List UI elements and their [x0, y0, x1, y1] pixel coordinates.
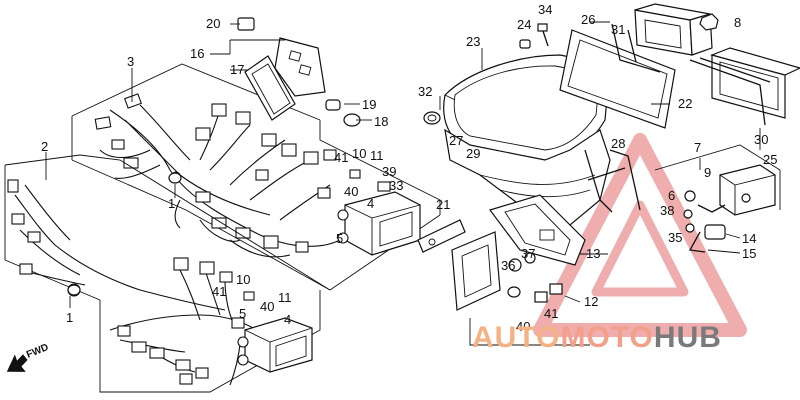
watermark-logo: AUTOMOTOHUB [472, 321, 722, 354]
forward-direction-indicator: FWD [6, 342, 50, 372]
parts-6-35-38 [683, 190, 726, 233]
callout-7: 7 [694, 140, 701, 155]
tail-lamp-housing-26 [634, 3, 713, 56]
callout-38: 38 [660, 203, 674, 218]
callout-33: 33 [389, 178, 403, 193]
callout-32: 32 [418, 84, 432, 99]
grommets-part1 [67, 172, 182, 296]
callout-17: 17 [230, 62, 244, 77]
switch-14 [688, 224, 726, 253]
callout-9: 9 [704, 165, 711, 180]
stay-28 [584, 149, 641, 213]
callout-3: 3 [127, 54, 134, 69]
callout-30: 30 [754, 132, 768, 147]
callout-12: 12 [584, 294, 598, 309]
bracket-assembly-16 [237, 17, 326, 121]
callout-10: 10 [352, 146, 366, 161]
callout-18: 18 [374, 114, 388, 129]
watermark-triangle [533, 133, 747, 337]
watermark-word-3: HUB [654, 321, 722, 354]
callout-31: 31 [611, 22, 625, 37]
bracket-31 [611, 23, 661, 73]
license-bracket-12 [451, 231, 501, 311]
mudguard-13 [489, 194, 586, 266]
callout-37: 37 [521, 246, 535, 261]
callout-36: 36 [501, 258, 515, 273]
callout-15: 15 [742, 246, 756, 261]
leader-lines [45, 21, 761, 308]
callout-41: 41 [544, 306, 558, 321]
callout-23: 23 [466, 34, 480, 49]
callout-40: 40 [516, 319, 530, 334]
harness-panel-lower [4, 154, 331, 393]
callout-5: 5 [239, 306, 246, 321]
callout-24: 24 [517, 17, 531, 32]
callout-41: 41 [334, 150, 348, 165]
callout-labels: 1 1 2 3 4 4 5 5 6 7 8 9 10 10 11 11 12 1… [41, 2, 777, 334]
control-module-upper [337, 169, 421, 256]
svg-text:AUTOMOTOHUB: AUTOMOTOHUB [472, 321, 722, 354]
watermark-word-2: MOTO [560, 321, 653, 354]
control-module-lower [237, 317, 313, 373]
callout-40: 40 [260, 299, 274, 314]
nut-8 [699, 13, 719, 31]
callout-19: 19 [362, 97, 376, 112]
callout-26: 26 [581, 12, 595, 27]
callout-6: 6 [668, 188, 675, 203]
callout-2: 2 [41, 139, 48, 154]
relay-box-7 [654, 144, 781, 216]
callout-40: 40 [344, 184, 358, 199]
callout-20: 20 [206, 16, 220, 31]
callout-8: 8 [734, 15, 741, 30]
callout-4: 4 [367, 196, 374, 211]
callout-5: 5 [336, 231, 343, 246]
wire-harness-lower [14, 184, 266, 386]
callout-25: 25 [763, 152, 777, 167]
connectors-upper [94, 93, 337, 253]
grommet-32 [423, 111, 441, 125]
callout-27: 27 [449, 133, 463, 148]
callout-35: 35 [668, 230, 682, 245]
callout-4: 4 [284, 312, 291, 327]
license-lamp-30 [689, 47, 800, 126]
bolt-24-34 [519, 23, 549, 49]
bracket-21 [417, 219, 466, 253]
callout-22: 22 [678, 96, 692, 111]
callout-10: 10 [236, 272, 250, 287]
callout-39: 39 [382, 164, 396, 179]
callout-1: 1 [168, 196, 175, 211]
watermark-word-1: AUTO [472, 321, 560, 354]
callout-34: 34 [538, 2, 552, 17]
callout-1: 1 [66, 310, 73, 325]
callout-41: 41 [212, 284, 226, 299]
callout-11: 11 [370, 148, 384, 163]
callout-29: 29 [466, 146, 480, 161]
callout-16: 16 [190, 46, 204, 61]
callout-28: 28 [611, 136, 625, 151]
callout-13: 13 [586, 246, 600, 261]
callout-14: 14 [742, 231, 756, 246]
lens-frame-22 [559, 29, 676, 129]
callout-11: 11 [278, 290, 292, 305]
callout-21: 21 [436, 197, 450, 212]
wire-harness-upper [99, 104, 341, 258]
fwd-label: FWD [25, 342, 50, 361]
small-parts-36-37-40-41 [469, 252, 590, 346]
